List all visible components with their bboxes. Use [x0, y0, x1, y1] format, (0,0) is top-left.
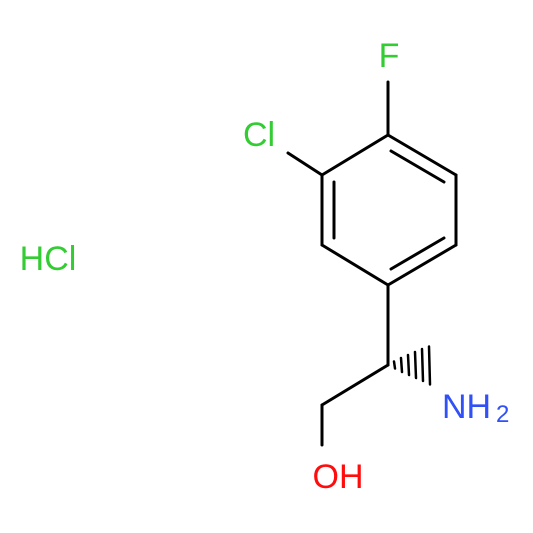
bond-chiral-ch2	[320, 363, 390, 407]
ring-bond-c4-c5	[320, 243, 390, 287]
ring-bond-c3-c4	[386, 243, 458, 287]
hydrochloride-label: HCl	[20, 240, 77, 278]
ring-bond-c6-c1	[320, 133, 390, 177]
ring-double-bond-inner-1	[389, 149, 446, 184]
hydroxyl-label: OH	[313, 458, 364, 496]
fluorine-label: F	[379, 37, 400, 75]
ring-double-bond-inner-2	[389, 236, 446, 271]
hashed-wedge-bond	[392, 345, 432, 386]
amine-subscript: 2	[496, 401, 509, 428]
bonds	[286, 80, 458, 447]
bond-c-cl	[286, 151, 324, 177]
chlorine-label: Cl	[243, 116, 275, 154]
ring-bond-c1-c2	[386, 133, 458, 177]
amine-label: NH	[442, 388, 491, 426]
